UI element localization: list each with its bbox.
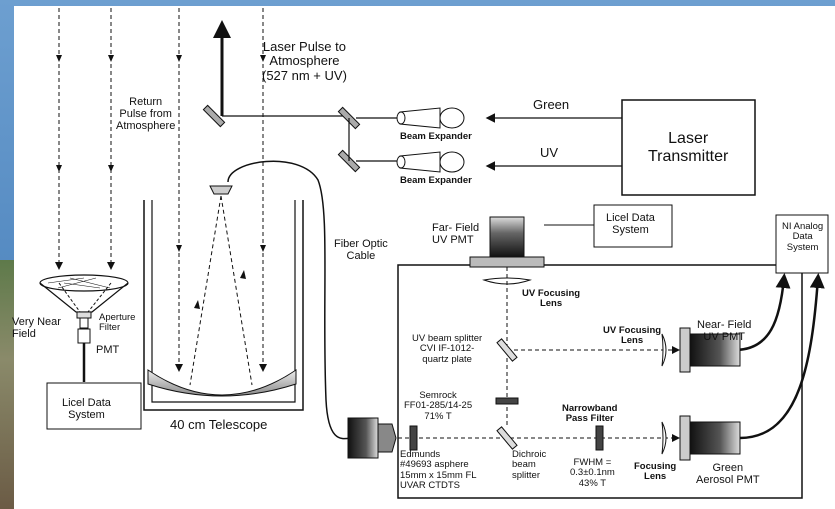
fwhm-label: FWHM = 0.3±0.1nm 43% T <box>570 458 615 489</box>
aperture-filter-label: Aperture Filter <box>99 313 135 334</box>
laser-transmitter-line-1: Laser <box>648 130 728 148</box>
green-aerosol-pmt-label: Green Aerosol PMT <box>696 462 760 486</box>
far-field-line-2: UV PMT <box>432 234 479 246</box>
licel-top-label: Licel Data System <box>606 212 655 236</box>
licel-left-line-1: Licel Data <box>62 397 111 409</box>
green-aerosol-line-1: Green <box>696 462 760 474</box>
uv-focusing-lens-top-label: UV Focusing Lens <box>522 289 580 310</box>
pmt-label: PMT <box>96 344 119 356</box>
narrowband-label: Narrowband Pass Filter <box>562 404 617 425</box>
return-line-arrowheads <box>56 55 266 252</box>
edmunds-line-4: UVAR CTDTS <box>400 481 477 491</box>
licel-left-label: Licel Data System <box>62 397 111 421</box>
transmitter-beams <box>356 118 622 166</box>
uvfl-top-line-2: Lens <box>522 299 580 309</box>
edmunds-label: Edmunds #49693 asphere 15mm x 15mm FL UV… <box>400 450 477 492</box>
uvfl-right-line-2: Lens <box>603 336 661 346</box>
near-field-line-2: UV PMT <box>697 331 751 343</box>
fiber-optic-cable-line <box>228 161 350 438</box>
laser-pulse-line-2: Atmosphere <box>262 54 347 68</box>
near-field-pmt-label: Near- Field UV PMT <box>697 319 751 343</box>
focusing-line-2: Lens <box>634 472 676 482</box>
dichroic-line-3: splitter <box>512 471 546 481</box>
licel-left-line-2: System <box>62 409 111 421</box>
narrowband-filter <box>596 426 603 450</box>
laser-transmitter-line-2: Transmitter <box>648 148 728 166</box>
very-near-field-label: Very Near Field <box>12 316 61 340</box>
beam-expander-2-label: Beam Expander <box>400 176 472 186</box>
fiber-line-2: Cable <box>334 250 388 262</box>
far-field-line-1: Far- Field <box>432 222 479 234</box>
very-near-field-line-2: Field <box>12 328 61 340</box>
semrock-filter <box>496 398 518 404</box>
uvbs-line-3: quartz plate <box>412 355 482 365</box>
laser-transmitter-label: Laser Transmitter <box>648 130 728 165</box>
uv-beam-splitter-label: UV beam splitter CVI IF-1012- quartz pla… <box>412 334 482 365</box>
ni-analog-label: NI Analog Data System <box>782 222 823 253</box>
return-pulse-line-2: Pulse from <box>116 108 175 120</box>
fiber-collimator <box>348 418 396 458</box>
narrowband-line-2: Pass Filter <box>562 414 617 424</box>
telescope <box>144 186 303 410</box>
green-aerosol-pmt <box>680 416 740 460</box>
licel-top-line-2: System <box>606 224 655 236</box>
licel-top-line-1: Licel Data <box>606 212 655 224</box>
far-field-pmt-label: Far- Field UV PMT <box>432 222 479 246</box>
return-pulse-label: Return Pulse from Atmosphere <box>116 96 175 132</box>
return-pulse-line-1: Return <box>116 96 175 108</box>
fiber-optic-label: Fiber Optic Cable <box>334 238 388 262</box>
uv-focusing-lens-right-label: UV Focusing Lens <box>603 326 661 347</box>
dichroic-label: Dichroic beam splitter <box>512 450 546 481</box>
semrock-line-3: 71% T <box>404 412 472 422</box>
semrock-label: Semrock FF01-285/14-25 71% T <box>404 391 472 422</box>
near-field-line-1: Near- Field <box>697 319 751 331</box>
very-near-field-line-1: Very Near <box>12 316 61 328</box>
laser-pulse-line-3: (527 nm + UV) <box>262 69 347 83</box>
green-beam-label: Green <box>533 98 569 112</box>
focusing-lens-label: Focusing Lens <box>634 462 676 483</box>
beam-expander-1-label: Beam Expander <box>400 132 472 142</box>
aperture-line-2: Filter <box>99 323 135 333</box>
laser-pulse-line-1: Laser Pulse to <box>262 40 347 54</box>
fiber-line-1: Fiber Optic <box>334 238 388 250</box>
ni-line-3: System <box>782 243 823 253</box>
return-pulse-line-3: Atmosphere <box>116 120 175 132</box>
telescope-label: 40 cm Telescope <box>170 418 267 432</box>
laser-pulse-label: Laser Pulse to Atmosphere (527 nm + UV) <box>262 40 347 83</box>
edmunds-asphere <box>410 426 417 450</box>
uv-beam-label: UV <box>540 146 558 160</box>
fwhm-line-3: 43% T <box>570 479 615 489</box>
green-aerosol-line-2: Aerosol PMT <box>696 474 760 486</box>
